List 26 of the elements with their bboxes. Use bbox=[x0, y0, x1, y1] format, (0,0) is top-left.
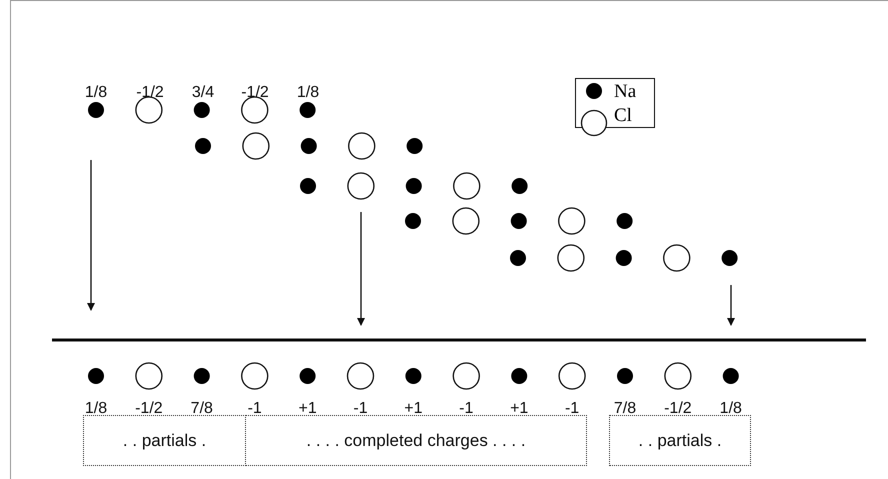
charge-label: -1 bbox=[459, 400, 474, 418]
group-box bbox=[83, 415, 246, 466]
charge-label: +1 bbox=[404, 400, 423, 418]
charge-label: 1/8 bbox=[296, 84, 320, 102]
charge-label: 3/4 bbox=[192, 84, 214, 102]
charge-label: -1/2 bbox=[135, 400, 163, 418]
legend-label: Na bbox=[614, 82, 636, 102]
charge-label: 7/8 bbox=[190, 400, 213, 418]
legend-label: Cl bbox=[614, 106, 632, 126]
charge-label: 1/8 bbox=[84, 84, 108, 102]
charge-label: 1/8 bbox=[720, 400, 742, 418]
group-box bbox=[245, 415, 587, 466]
charge-label: -1 bbox=[564, 400, 580, 418]
charge-label: -1 bbox=[248, 400, 262, 418]
charge-label: -1/2 bbox=[664, 400, 692, 418]
charge-label: +1 bbox=[298, 400, 317, 418]
group-label: . . partials . bbox=[638, 430, 722, 450]
charge-label: -1/2 bbox=[136, 84, 164, 102]
charge-label: -1 bbox=[353, 400, 368, 418]
charge-label: 7/8 bbox=[614, 400, 636, 418]
group-label: . . partials . bbox=[122, 430, 206, 450]
charge-label: -1/2 bbox=[241, 84, 269, 102]
charge-label: +1 bbox=[510, 400, 528, 418]
group-box bbox=[609, 415, 751, 466]
group-label: . . . . completed charges . . . . bbox=[306, 430, 526, 450]
charge-label: 1/8 bbox=[84, 400, 108, 418]
